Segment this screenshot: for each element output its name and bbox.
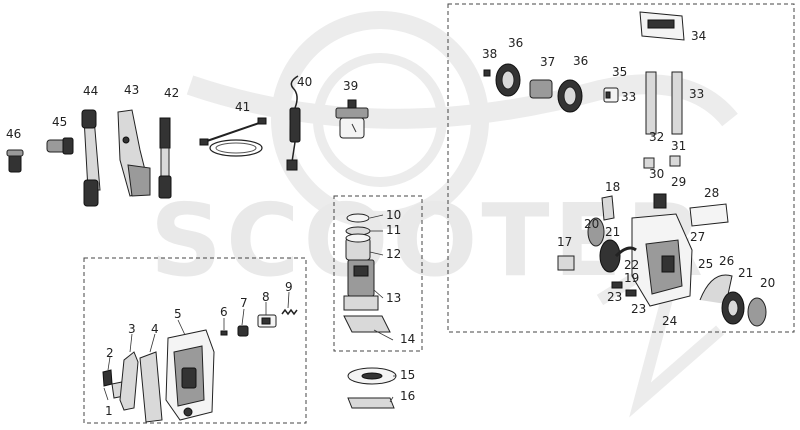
part-18-hook [601, 195, 615, 221]
callout-10: 10 [386, 208, 401, 222]
callout-43: 43 [124, 83, 139, 97]
callout-20-right: 20 [760, 276, 775, 290]
callout-25: 25 [698, 257, 713, 271]
callout-17: 17 [557, 235, 572, 249]
callout-27: 27 [690, 230, 705, 244]
part-40-power-cord [286, 75, 301, 171]
part-16-bracket [347, 397, 395, 409]
callout-40: 40 [297, 75, 312, 89]
callout-4: 4 [151, 322, 159, 336]
part-25-26-cover [699, 274, 733, 305]
callout-45: 45 [52, 115, 67, 129]
callout-38: 38 [482, 47, 497, 61]
callout-15: 15 [400, 368, 415, 382]
callout-42: 42 [164, 86, 179, 100]
callout-28: 28 [704, 186, 719, 200]
callout-36-left: 36 [508, 36, 523, 50]
part-36-wheel-left [495, 63, 521, 97]
callout-labels: 1 2 3 4 5 6 7 8 9 10 11 12 13 14 15 16 1… [6, 29, 775, 418]
callout-3: 3 [128, 322, 136, 336]
part-15-plate [347, 367, 397, 385]
callout-30: 30 [649, 167, 664, 181]
part-10-11-seals [345, 213, 371, 236]
callout-31: 31 [671, 139, 686, 153]
part-37-axle-hub [529, 79, 553, 99]
part-14-base [343, 315, 391, 333]
group-box-frame [447, 3, 795, 333]
part-39-detergent-bottle [335, 99, 369, 139]
callout-41: 41 [235, 100, 250, 114]
part-19-22-23-parts [611, 246, 637, 297]
part-34-handle [639, 11, 685, 41]
part-28-cable-holder [689, 203, 729, 227]
callout-44: 44 [83, 84, 98, 98]
part-33-tubes [645, 71, 683, 135]
part-17-block [557, 255, 575, 271]
callout-34: 34 [691, 29, 706, 43]
callout-39: 39 [343, 79, 358, 93]
callout-1: 1 [105, 404, 113, 418]
callout-20-left: 20 [584, 217, 599, 231]
callout-37: 37 [540, 55, 555, 69]
part-8-switch [257, 314, 277, 328]
part-30-32-clamps [643, 155, 681, 209]
part-5-main-housing [165, 329, 215, 421]
callout-21-right: 21 [738, 266, 753, 280]
callout-9: 9 [285, 280, 293, 294]
part-43-spray-gun [117, 109, 151, 197]
callout-22: 22 [624, 258, 639, 272]
callout-16: 16 [400, 389, 415, 403]
part-42-wand [158, 117, 172, 199]
part-44-lance [81, 109, 101, 207]
part-46-nozzle [6, 149, 24, 173]
callout-46: 46 [6, 127, 21, 141]
part-7-nut [237, 325, 249, 337]
part-9-spring [281, 308, 298, 316]
callout-13: 13 [386, 291, 401, 305]
group-box-motor [333, 195, 423, 352]
callout-36-right: 36 [573, 54, 588, 68]
callout-7: 7 [240, 296, 248, 310]
callout-33-left: 33 [621, 90, 636, 104]
callout-11: 11 [386, 223, 401, 237]
part-36-wheel-right [557, 79, 583, 113]
part-21-20-wheels-right [721, 291, 767, 327]
callout-14: 14 [400, 332, 415, 346]
part-3-side-panel [119, 351, 139, 411]
callout-33-right: 33 [689, 87, 704, 101]
part-4-side-cover [139, 351, 163, 423]
part-41-hose [199, 117, 267, 157]
part-38-cap [483, 69, 491, 77]
part-24-frame [631, 213, 693, 307]
callout-35: 35 [612, 65, 627, 79]
callout-32: 32 [649, 130, 664, 144]
callout-2: 2 [106, 346, 114, 360]
callout-18: 18 [605, 180, 620, 194]
callout-6: 6 [220, 305, 228, 319]
callout-29: 29 [671, 175, 686, 189]
group-box-housing [83, 257, 307, 424]
scooter-watermark-logo: SCOOTER [150, 11, 738, 418]
part-13-pump [343, 259, 379, 311]
callout-24: 24 [662, 314, 677, 328]
part-12-motor [345, 233, 371, 261]
callout-5: 5 [174, 307, 182, 321]
callout-19: 19 [624, 271, 639, 285]
part-20-21-wheels-left [587, 217, 621, 273]
callout-23-left: 23 [607, 290, 622, 304]
callout-26: 26 [719, 254, 734, 268]
part-6-screw [220, 330, 228, 336]
callout-12: 12 [386, 247, 401, 261]
part-45-connector [46, 137, 74, 155]
part-35-clip [603, 87, 619, 103]
callout-21-left: 21 [605, 225, 620, 239]
callout-23-right: 23 [631, 302, 646, 316]
leader-lines [103, 214, 396, 403]
callout-8: 8 [262, 290, 270, 304]
